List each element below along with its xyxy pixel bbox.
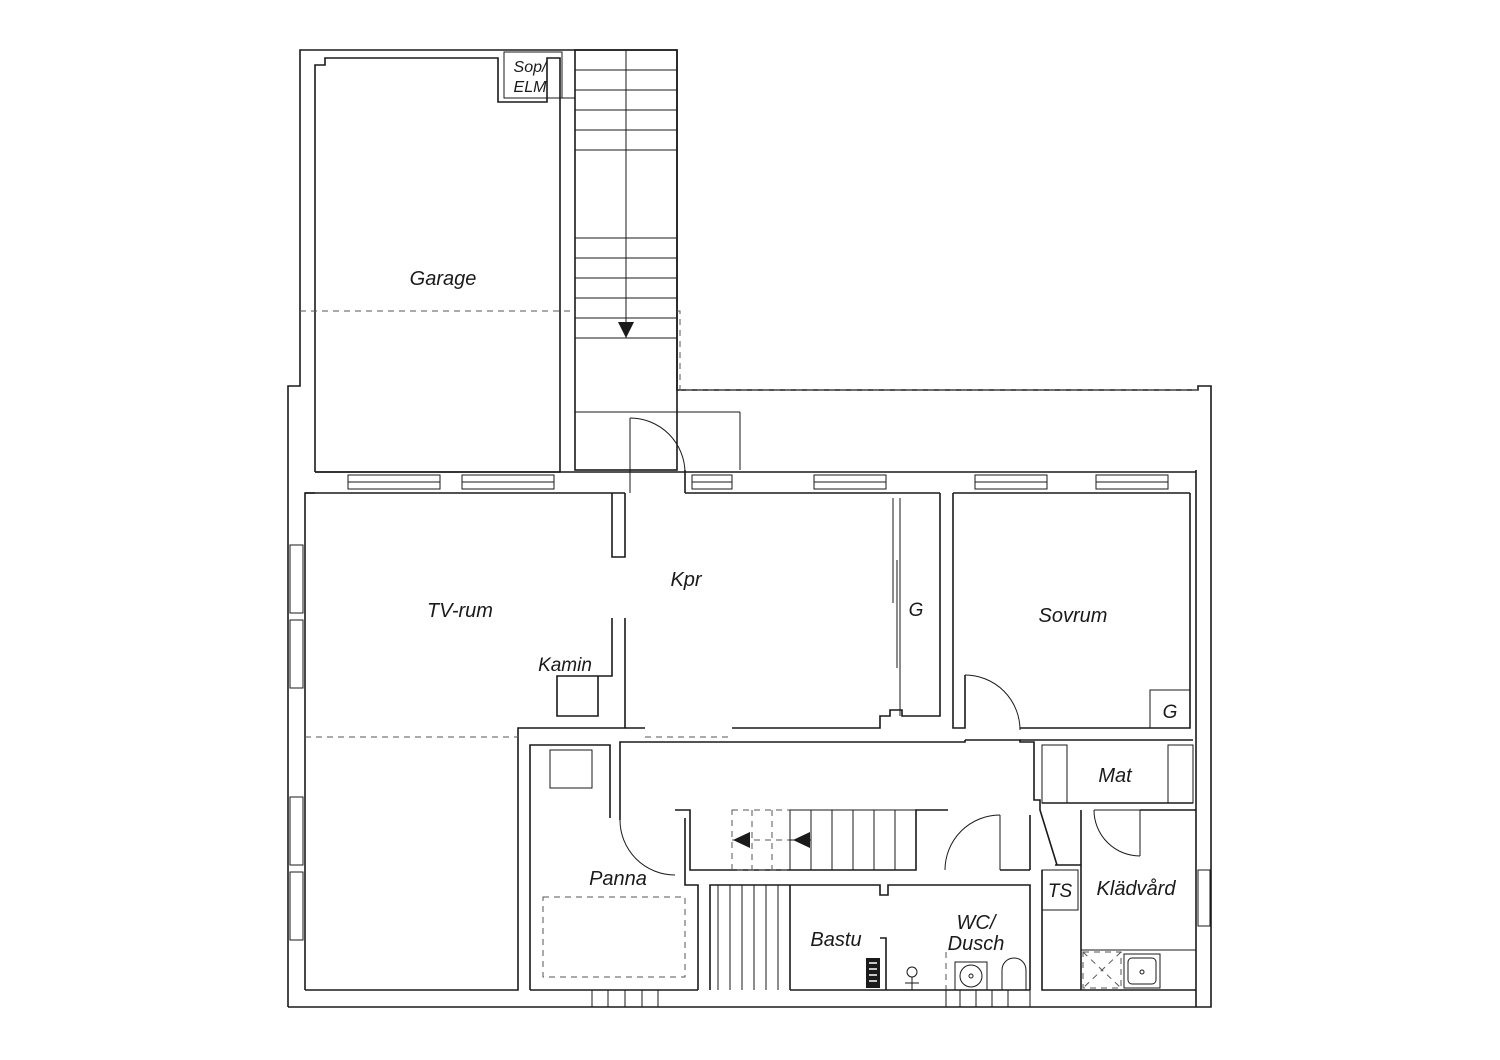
label-g-sovrum: G: [1163, 702, 1178, 723]
label-kladvard: Klädvård: [1097, 878, 1177, 900]
washer-icon: [1082, 951, 1122, 989]
tv-rum-room: [305, 493, 626, 991]
main-stairs: [574, 49, 741, 471]
label-panna: Panna: [589, 868, 647, 890]
toilet-icon: [1001, 957, 1027, 991]
label-dusch: Dusch: [948, 933, 1005, 955]
stairs-arrow-icon-right: [793, 832, 810, 848]
wc-dusch-room: [905, 952, 1031, 1008]
sovrum-room: [952, 493, 1191, 731]
label-mat: Mat: [1098, 765, 1133, 787]
mat-room: [1020, 739, 1194, 857]
garage-room: [300, 51, 575, 473]
label-sop: Sop/: [514, 59, 548, 76]
kpr-entry-door: [629, 417, 686, 493]
label-sovrum: Sovrum: [1039, 605, 1108, 627]
panna-room: [529, 744, 699, 1008]
stairs-arrow-icon-left: [733, 832, 750, 848]
utility-sink-icon: [1123, 953, 1161, 989]
label-wc: WC/: [957, 912, 998, 934]
kladvard-room: [1041, 809, 1196, 991]
shower-icon: [906, 966, 918, 978]
label-tv-rum: TV-rum: [427, 600, 493, 622]
outer-walls: [287, 49, 1212, 1008]
label-bastu: Bastu: [810, 929, 861, 951]
label-kamin: Kamin: [538, 655, 592, 676]
upper-wall-windows: [289, 471, 1211, 941]
label-ts: TS: [1048, 881, 1073, 902]
room-labels: Garage Sop/ ELM Kpr TV-rum Kamin G Sovru…: [410, 59, 1178, 955]
bastu-room: [709, 884, 1031, 991]
lower-stairs: [731, 809, 917, 871]
label-g-closet: G: [909, 600, 924, 621]
stairs-arrow-icon: [618, 322, 634, 338]
label-kpr: Kpr: [670, 569, 702, 591]
label-elm: ELM: [514, 79, 548, 96]
label-garage: Garage: [410, 268, 477, 290]
kpr-room: [625, 493, 941, 738]
